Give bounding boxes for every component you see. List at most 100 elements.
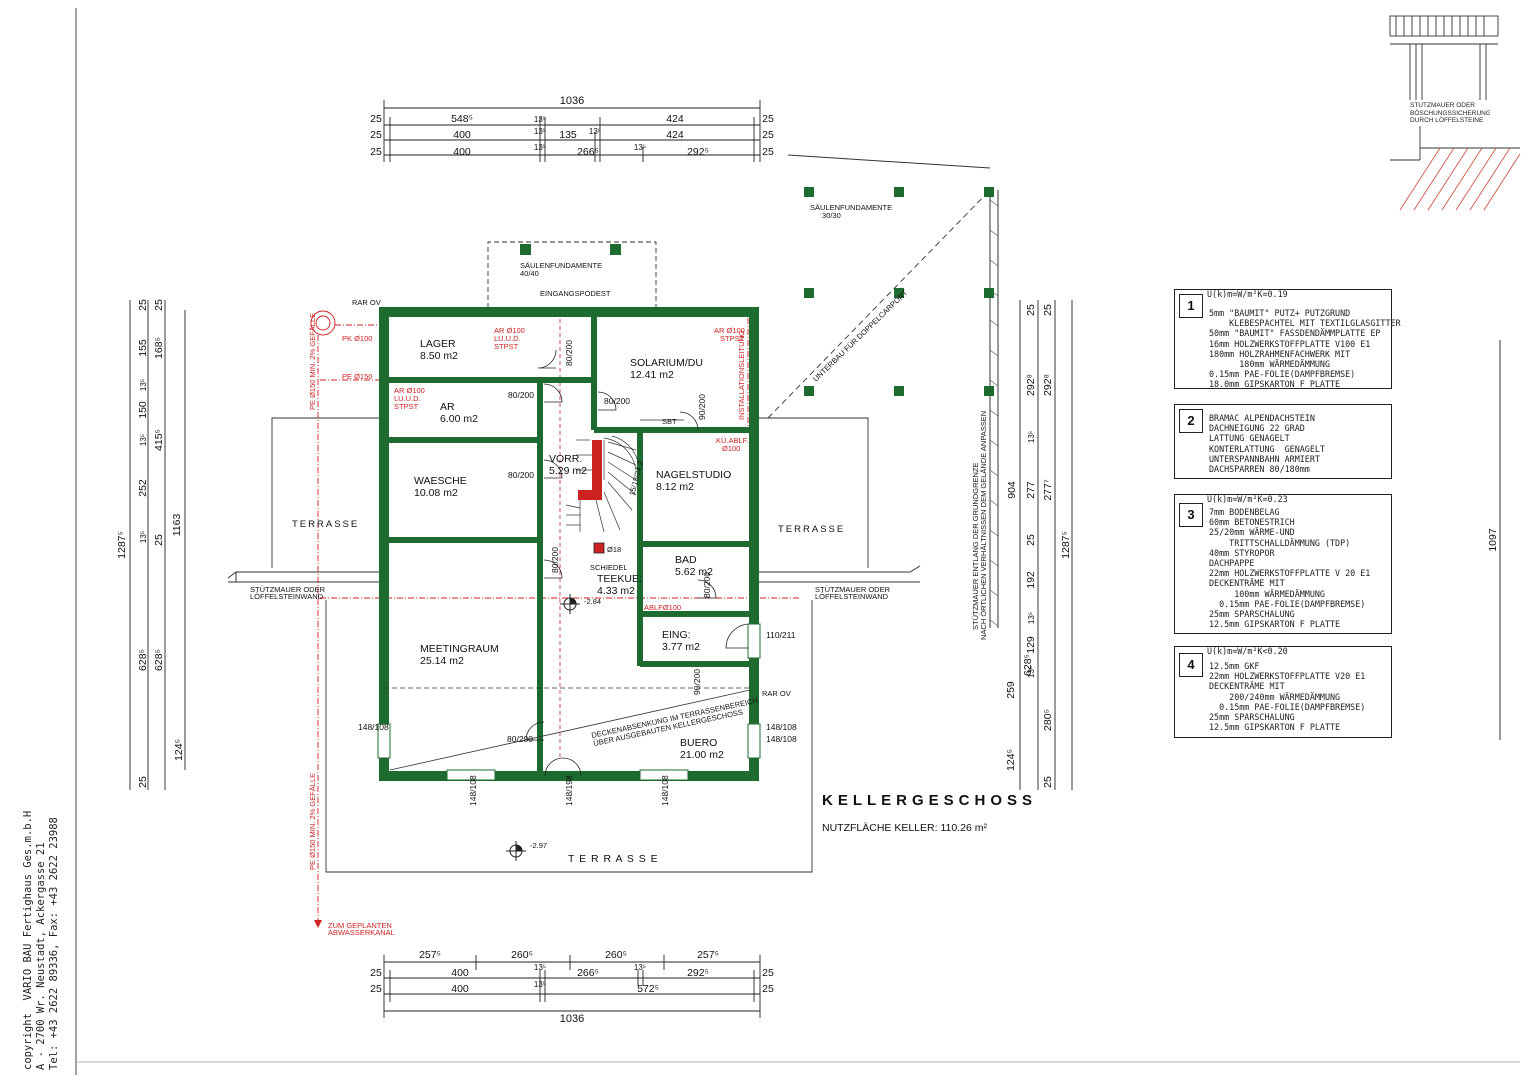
dim-bottom-row1: 257⁵ 260⁵ 260⁵ 257⁵ [419, 949, 719, 961]
svg-text:124⁵: 124⁵ [1005, 749, 1017, 771]
svg-text:VORR.: VORR. [549, 453, 582, 465]
svg-text:PK Ø100: PK Ø100 [342, 334, 372, 343]
svg-text:BUERO: BUERO [680, 737, 717, 749]
legend-header: U(k)m=W/m²K=0.19 [1207, 289, 1288, 299]
svg-text:25: 25 [762, 113, 774, 125]
svg-text:MEETINGRAUM: MEETINGRAUM [420, 643, 499, 655]
svg-text:25: 25 [1025, 534, 1037, 546]
svg-text:400: 400 [451, 983, 469, 995]
svg-text:13⁵: 13⁵ [139, 531, 148, 543]
svg-text:25: 25 [1025, 304, 1037, 316]
svg-text:13⁵: 13⁵ [139, 379, 148, 391]
svg-text:TERRASSE: TERRASSE [778, 524, 845, 535]
retaining-walls [227, 190, 999, 628]
svg-text:80/200: 80/200 [508, 470, 534, 480]
svg-text:572⁵: 572⁵ [637, 983, 659, 995]
svg-text:257⁵: 257⁵ [419, 949, 441, 961]
svg-text:13⁵: 13⁵ [534, 127, 546, 136]
svg-text:80/200: 80/200 [507, 734, 533, 744]
level-marker-icon [506, 594, 580, 861]
svg-text:129: 129 [1025, 636, 1037, 654]
svg-text:80/200: 80/200 [508, 390, 534, 400]
windows [377, 623, 761, 781]
svg-text:80/200: 80/200 [550, 547, 560, 573]
chimney-icon [593, 542, 605, 554]
svg-text:1163: 1163 [171, 514, 183, 537]
svg-text:148/108: 148/108 [468, 775, 478, 806]
door-labels: 80/200 80/200 80/200 80/200 80/200 90/20… [358, 340, 797, 806]
svg-text:AR Ø100: AR Ø100 [494, 326, 525, 335]
svg-text:13⁵: 13⁵ [589, 127, 601, 136]
top-dimensions [383, 100, 761, 162]
svg-text:TEEKUE:: TEEKUE: [597, 573, 642, 585]
svg-text:25: 25 [370, 983, 382, 995]
svg-text:628⁵: 628⁵ [153, 649, 165, 671]
svg-text:25: 25 [762, 983, 774, 995]
svg-text:260⁵: 260⁵ [605, 949, 627, 961]
svg-text:UNTERBAU FÜR DOPPELCARPORT: UNTERBAU FÜR DOPPELCARPORT [811, 288, 909, 384]
dim-top-row3: 25 400 13⁵ 266⁵ 13⁵ 292⁵ 25 [370, 143, 774, 158]
svg-text:13⁵: 13⁵ [634, 963, 646, 972]
drainage-lines [310, 310, 800, 928]
svg-text:25.14 m2: 25.14 m2 [420, 655, 464, 667]
svg-text:292⁵: 292⁵ [687, 146, 709, 158]
svg-text:4.33 m2: 4.33 m2 [597, 585, 635, 597]
svg-text:8.12 m2: 8.12 m2 [656, 481, 694, 493]
svg-text:NAGELSTUDIO: NAGELSTUDIO [656, 469, 731, 481]
legend-number: 4 [1179, 653, 1203, 677]
svg-text:415⁵: 415⁵ [153, 429, 165, 451]
svg-text:STÜTZMAUER ODER: STÜTZMAUER ODER [815, 585, 891, 594]
dim-bottom-total: 1036 [560, 1013, 584, 1025]
svg-text:1287⁵: 1287⁵ [1060, 531, 1072, 559]
drawing-title: KELLERGESCHOSS [822, 792, 1038, 809]
svg-text:STÜTZMAUER ENTLANG DER GRUNDGR: STÜTZMAUER ENTLANG DER GRUNDGRENZE [971, 462, 980, 630]
svg-text:25: 25 [762, 129, 774, 141]
legend-header: U(k)m=W/m²K=0.23 [1207, 494, 1288, 504]
svg-text:260⁵: 260⁵ [511, 949, 533, 961]
svg-text:3.77 m2: 3.77 m2 [662, 641, 700, 653]
svg-text:25: 25 [762, 967, 774, 979]
left-dimensions [129, 300, 186, 790]
usable-area: NUTZFLÄCHE KELLER: 110.26 m² [822, 822, 987, 834]
svg-text:12.41 m2: 12.41 m2 [630, 369, 674, 381]
svg-text:STPST: STPST [720, 334, 745, 343]
svg-text:155: 155 [137, 339, 149, 357]
copyright-block: copyright VARIO BAU Fertighaus Ges.m.b.H… [22, 810, 60, 1070]
svg-text:25: 25 [1042, 776, 1054, 788]
legend-box-1: 1 U(k)m=W/m²K=0.19 5mm "BAUMIT" PUTZ+ PU… [1174, 289, 1401, 389]
svg-text:PE Ø150 MIN. 2% GEFÄLLE: PE Ø150 MIN. 2% GEFÄLLE [308, 773, 317, 870]
legend-number: 2 [1179, 409, 1203, 433]
column-foundations [520, 187, 994, 396]
dim-bottom-row2: 25 400 13⁵ 266⁵ 13⁵ 292⁵ 25 [370, 963, 774, 979]
svg-text:21.00 m2: 21.00 m2 [680, 749, 724, 761]
svg-text:13⁵: 13⁵ [139, 434, 148, 446]
svg-text:25: 25 [1042, 304, 1054, 316]
svg-text:WAESCHE: WAESCHE [414, 475, 467, 487]
room-labels: LAGER 8.50 m2 SOLARIUM/DU 12.41 m2 AR 6.… [414, 338, 731, 761]
dim-right-labels: 904 1287⁵ 25 292⁸ 13⁵ 277 25 192 13⁵ 129… [1005, 304, 1499, 788]
door-swings [525, 349, 751, 777]
svg-text:148/108: 148/108 [766, 722, 797, 732]
svg-text:25: 25 [762, 146, 774, 158]
svg-text:13⁵: 13⁵ [1027, 666, 1036, 678]
svg-text:266⁵: 266⁵ [577, 146, 599, 158]
svg-text:13⁵: 13⁵ [534, 143, 546, 152]
svg-text:25: 25 [153, 534, 165, 546]
svg-text:T E R R A S S E: T E R R A S S E [568, 853, 659, 865]
retaining-wall-hatch [989, 199, 999, 627]
site-outlines [271, 154, 991, 873]
svg-text:13⁵: 13⁵ [1027, 431, 1036, 443]
svg-text:148/108: 148/108 [766, 734, 797, 744]
dim-top-row2: 25 400 13⁵ 135 13⁵ 424 25 [370, 127, 774, 141]
svg-text:TERRASSE: TERRASSE [292, 519, 359, 530]
svg-text:1287⁵: 1287⁵ [116, 531, 128, 559]
svg-text:192: 192 [1025, 571, 1037, 589]
svg-text:LU.U.D.: LU.U.D. [494, 334, 521, 343]
svg-text:SCHIEDEL: SCHIEDEL [590, 563, 628, 572]
svg-text:6.00 m2: 6.00 m2 [440, 413, 478, 425]
svg-text:SÄULENFUNDAMENTE: SÄULENFUNDAMENTE [520, 261, 602, 270]
svg-text:80/200: 80/200 [564, 340, 574, 366]
svg-text:124⁵: 124⁵ [173, 739, 185, 761]
